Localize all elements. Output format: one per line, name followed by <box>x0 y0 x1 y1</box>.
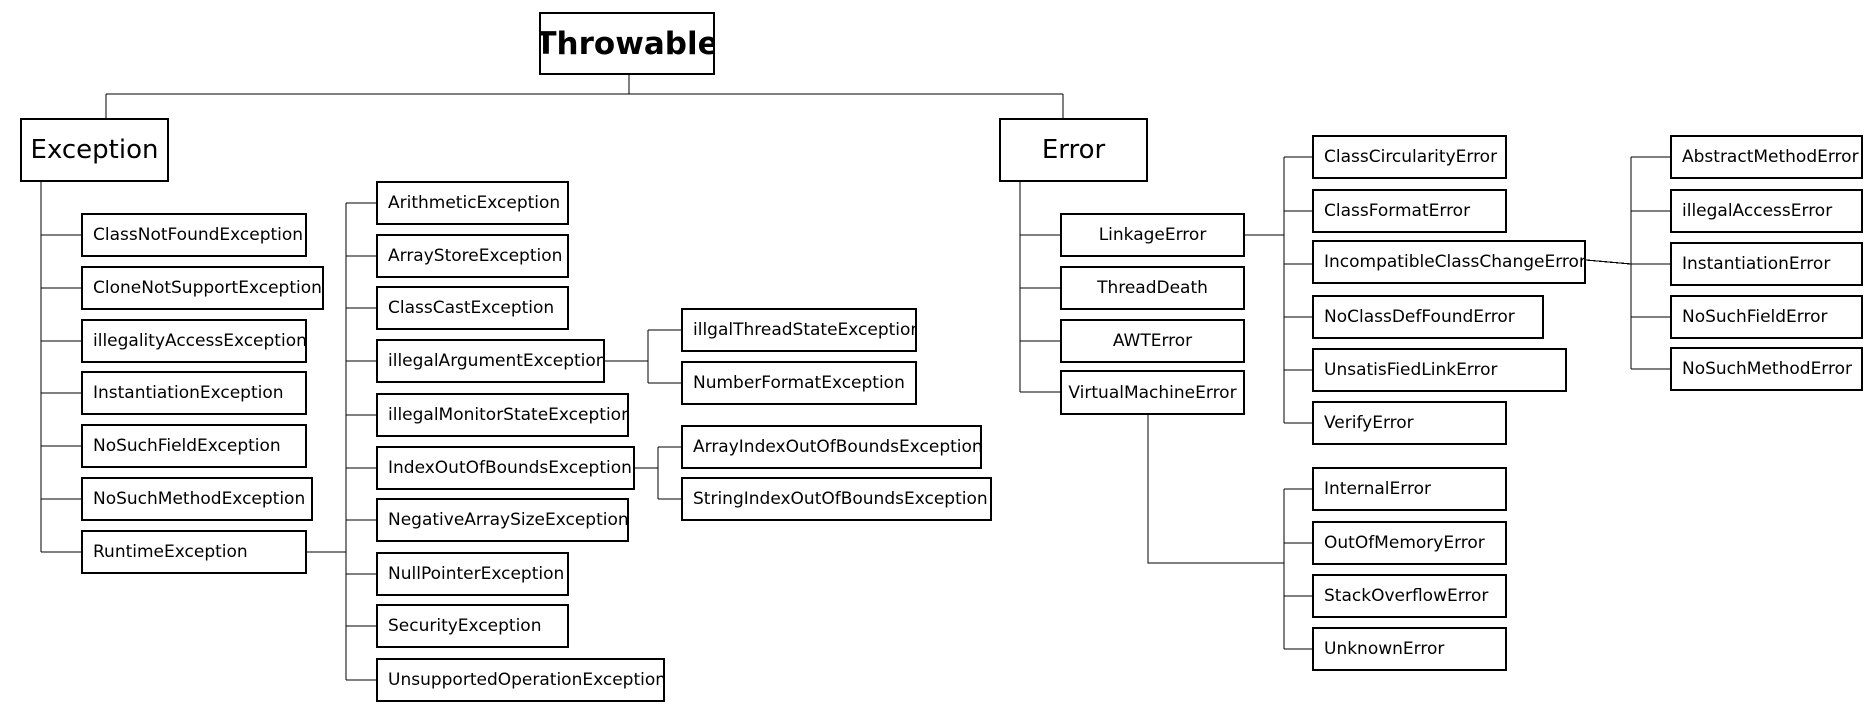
edge-incompatible-children <box>1585 156 1670 370</box>
node-instantiation-exception: InstantiationException <box>81 371 307 415</box>
node-no-class-def-found-error: NoClassDefFoundError <box>1312 295 1544 339</box>
node-no-such-field-exception: NoSuchFieldException <box>81 424 307 468</box>
edge-vm-error-children <box>1147 415 1312 650</box>
node-error: Error <box>999 118 1148 182</box>
node-illegal-argument-exception: illegalArgumentException <box>376 339 605 383</box>
node-linkage-error: LinkageError <box>1060 213 1245 257</box>
node-clone-not-support-exception: CloneNotSupportException <box>81 266 324 310</box>
node-illegal-access-error: illegalAccessError <box>1670 189 1863 233</box>
node-runtime-exception: RuntimeException <box>81 530 307 574</box>
edge-index-oob-children <box>635 446 681 500</box>
edge-runtime-children <box>307 202 376 681</box>
node-class-not-found-exception: ClassNotFoundException <box>81 213 307 257</box>
node-stack-overflow-error: StackOverflowError <box>1312 574 1507 618</box>
node-incompatible-class-change-error: IncompatibleClassChangeError <box>1312 240 1586 284</box>
node-class-circularity-error: ClassCircularityError <box>1312 135 1507 179</box>
node-verify-error: VerifyError <box>1312 401 1507 445</box>
node-unsatisfied-link-error: UnsatisFiedLinkError <box>1312 348 1567 392</box>
node-arithmetic-exception: ArithmeticException <box>376 181 569 225</box>
node-out-of-memory-error: OutOfMemoryError <box>1312 521 1507 565</box>
node-illegality-access-exception: illegalityAccessException <box>81 319 307 363</box>
edge-illegal-argument-children <box>605 329 681 384</box>
node-thread-death: ThreadDeath <box>1060 266 1245 310</box>
node-throwable: Throwable <box>539 12 715 75</box>
node-exception: Exception <box>20 118 169 182</box>
node-no-such-method-error: NoSuchMethodError <box>1670 347 1863 391</box>
node-illegal-monitor-state-exception: illegalMonitorStateException <box>376 393 629 437</box>
node-security-exception: SecurityException <box>376 604 569 648</box>
node-index-out-of-bounds-exception: IndexOutOfBoundsException <box>376 446 635 490</box>
node-abstract-method-error: AbstractMethodError <box>1670 135 1863 179</box>
node-awt-error: AWTError <box>1060 319 1245 363</box>
node-internal-error: InternalError <box>1312 467 1507 511</box>
node-virtual-machine-error: VirtualMachineError <box>1060 370 1245 415</box>
node-unsupported-operation-exception: UnsupportedOperationException <box>376 658 665 702</box>
node-negative-array-size-exception: NegativeArraySizeException <box>376 498 629 542</box>
node-class-cast-exception: ClassCastException <box>376 286 569 330</box>
node-class-format-error: ClassFormatError <box>1312 189 1507 233</box>
node-unknown-error: UnknownError <box>1312 627 1507 671</box>
edge-linkage-children <box>1245 156 1312 424</box>
node-null-pointer-exception: NullPointerException <box>376 552 569 596</box>
node-number-format-exception: NumberFormatException <box>681 361 917 405</box>
node-no-such-field-error: NoSuchFieldError <box>1670 295 1863 339</box>
node-string-index-out-of-bounds-exception: StringIndexOutOfBoundsException <box>681 477 992 521</box>
edge-error-children <box>1019 182 1060 393</box>
node-no-such-method-exception: NoSuchMethodException <box>81 477 313 521</box>
node-array-store-exception: ArrayStoreException <box>376 234 569 278</box>
edge-exception-children <box>40 182 81 553</box>
node-instantiation-error: InstantiationError <box>1670 242 1863 286</box>
edge-throwable-children <box>105 75 1064 118</box>
node-illegal-thread-state-exception: illgalThreadStateException <box>681 308 917 352</box>
node-array-index-out-of-bounds-exception: ArrayIndexOutOfBoundsException <box>681 425 982 469</box>
